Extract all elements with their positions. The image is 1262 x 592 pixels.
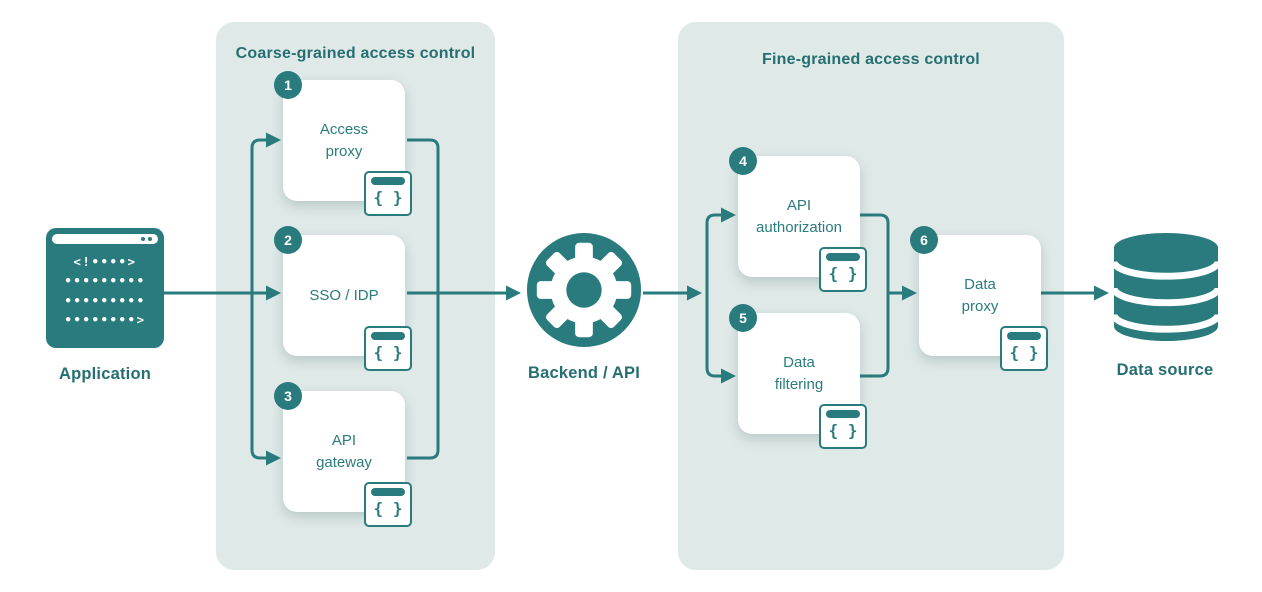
step-card-sso-idp: 2 SSO / IDP { } (274, 226, 412, 371)
code-window-icon: { } (819, 247, 867, 292)
step-card-data-filtering: 5 Data filtering { } (729, 304, 867, 449)
step-label: SSO / IDP (309, 286, 379, 304)
step-number-badge: 2 (274, 226, 302, 254)
step-number-badge: 3 (274, 382, 302, 410)
browser-titlebar (52, 234, 158, 244)
step-number-badge: 6 (910, 226, 938, 254)
application-node: <!••••> ••••••••• ••••••••• ••••••••> (46, 228, 164, 348)
code-window-icon: { } (364, 482, 412, 527)
fine-panel-title: Fine-grained access control (762, 51, 980, 68)
browser-code-icon: <!••••> ••••••••• ••••••••• ••••••••> (64, 254, 146, 328)
step-card-api-authorization: 4 API authorization { } (729, 147, 867, 292)
data-source-node (1113, 232, 1219, 347)
code-window-icon: { } (364, 326, 412, 371)
step-label: API authorization (756, 196, 842, 236)
backend-api-node (525, 231, 643, 354)
gear-icon (526, 232, 642, 348)
step-label: Data proxy (961, 275, 999, 315)
step-card-access-proxy: 1 Access proxy { } (274, 71, 412, 216)
step-card-api-gateway: 3 API gateway { } (274, 382, 412, 527)
coarse-panel-title: Coarse-grained access control (235, 45, 476, 62)
data-source-label: Data source (1116, 361, 1214, 379)
step-card-data-proxy: 6 Data proxy { } (910, 226, 1048, 371)
code-window-icon: { } (819, 404, 867, 449)
step-label: API gateway (316, 431, 372, 471)
step-number-badge: 1 (274, 71, 302, 99)
code-window-icon: { } (364, 171, 412, 216)
browser-dots-icon (141, 237, 152, 241)
step-label: Access proxy (319, 120, 369, 160)
step-number-badge: 4 (729, 147, 757, 175)
code-window-icon: { } (1000, 326, 1048, 371)
application-label: Application (58, 365, 152, 383)
step-number-badge: 5 (729, 304, 757, 332)
backend-api-label: Backend / API (527, 364, 641, 382)
database-icon (1113, 233, 1219, 341)
step-label: Data filtering (774, 353, 824, 393)
